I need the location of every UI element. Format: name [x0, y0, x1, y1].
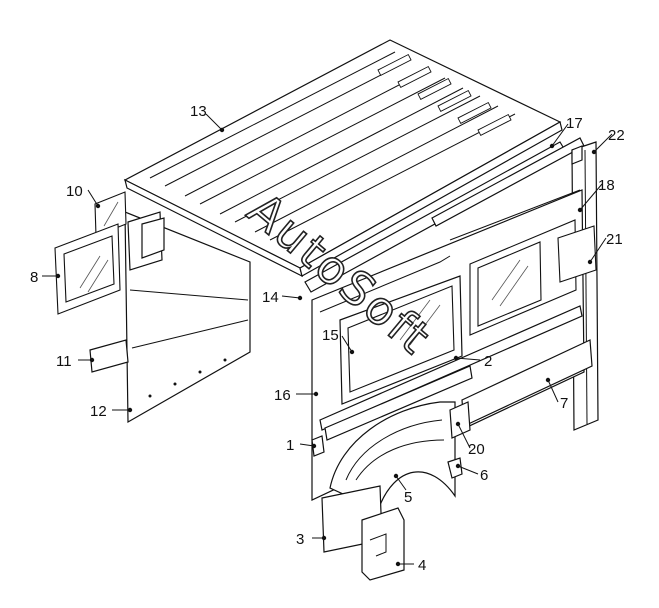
- roof-slots: [377, 53, 512, 136]
- callout-16: 16: [274, 387, 291, 404]
- rear-quarter-glass: [557, 225, 597, 283]
- callout-20: 20: [468, 441, 485, 458]
- callout-2: 2: [484, 353, 492, 370]
- callout-15: 15: [322, 327, 339, 344]
- callout-4: 4: [418, 557, 426, 574]
- callout-5: 5: [404, 489, 412, 506]
- leader-dots: [55, 127, 597, 567]
- callout-3: 3: [296, 531, 304, 548]
- upper-side-rail: [304, 137, 585, 293]
- leader-lines: [42, 113, 613, 565]
- side-window-glass: [347, 285, 455, 393]
- rear-lower-strip: [449, 401, 471, 439]
- callout-12: 12: [90, 403, 107, 420]
- front-side-glass: [54, 223, 121, 315]
- callout-labels: 1 2 3 4 5 6 7 8 10 11 12 13 14 15 16 17 …: [30, 103, 625, 574]
- small-trim-strip: [89, 339, 129, 373]
- callout-13: 13: [190, 103, 207, 120]
- callout-21: 21: [606, 231, 623, 248]
- front-side-panel: [124, 211, 251, 424]
- callout-6: 6: [480, 467, 488, 484]
- callout-17: 17: [566, 115, 583, 132]
- mudflap-bracket: [361, 507, 405, 581]
- lower-sill-strip: [324, 365, 473, 441]
- callout-8: 8: [30, 269, 38, 286]
- callout-22: 22: [608, 127, 625, 144]
- callout-1: 1: [286, 437, 294, 454]
- callout-7: 7: [560, 395, 568, 412]
- roof-panel: [123, 39, 563, 278]
- small-clip: [447, 457, 463, 479]
- callout-14: 14: [262, 289, 279, 306]
- mounting-bracket: [311, 435, 325, 457]
- callout-18: 18: [598, 177, 615, 194]
- wheel-arch: [329, 401, 456, 511]
- callout-11: 11: [56, 353, 72, 370]
- callout-10: 10: [66, 183, 83, 200]
